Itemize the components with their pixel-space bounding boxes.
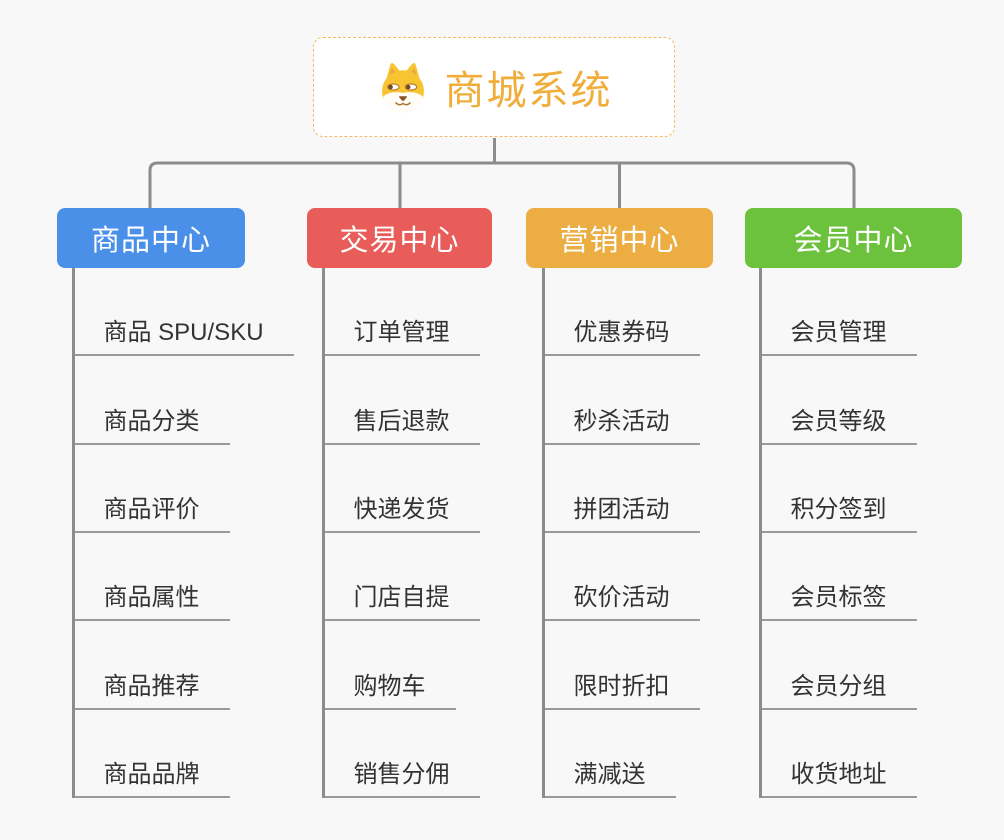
leaf-node[interactable]: 门店自提 [324, 533, 480, 622]
leaf-node[interactable]: 会员标签 [761, 533, 917, 622]
leaf-node[interactable]: 订单管理 [324, 268, 480, 357]
leaf-node[interactable]: 收货地址 [761, 710, 917, 798]
leaf-node[interactable]: 商品分类 [74, 356, 230, 445]
branch-children-member-center: 会员管理 会员等级 积分签到 会员标签 会员分组 收货地址 [758, 268, 917, 798]
leaf-node[interactable]: 优惠券码 [544, 268, 700, 357]
branch-children-product-center: 商品 SPU/SKU 商品分类 商品评价 商品属性 商品推荐 商品品牌 [71, 268, 294, 798]
leaf-node[interactable]: 售后退款 [324, 356, 480, 445]
branch-children-trade-center: 订单管理 售后退款 快递发货 门店自提 购物车 销售分佣 [321, 268, 480, 798]
branch-node-product-center[interactable]: 商品中心 [57, 208, 245, 268]
root-node[interactable]: 商城系统 [313, 37, 675, 137]
leaf-node[interactable]: 商品评价 [74, 445, 230, 533]
leaf-node[interactable]: 销售分佣 [324, 710, 480, 798]
leaf-node[interactable]: 满减送 [544, 710, 676, 798]
leaf-node[interactable]: 购物车 [324, 621, 456, 710]
leaf-node[interactable]: 积分签到 [761, 445, 917, 533]
root-title: 商城系统 [444, 69, 613, 113]
leaf-node[interactable]: 拼团活动 [544, 445, 700, 533]
leaf-node[interactable]: 砍价活动 [544, 533, 700, 622]
leaf-node[interactable]: 限时折扣 [544, 621, 700, 710]
leaf-node[interactable]: 秒杀活动 [544, 356, 700, 445]
branch-children-marketing-center: 优惠券码 秒杀活动 拼团活动 砍价活动 限时折扣 满减送 [541, 268, 700, 798]
branch-node-trade-center[interactable]: 交易中心 [307, 208, 492, 268]
leaf-node[interactable]: 会员管理 [761, 268, 917, 357]
leaf-node[interactable]: 商品属性 [74, 533, 230, 622]
branch-rail-line [148, 161, 856, 208]
branch-node-member-center[interactable]: 会员中心 [745, 208, 962, 268]
branch-node-marketing-center[interactable]: 营销中心 [526, 208, 713, 268]
leaf-node[interactable]: 会员等级 [761, 356, 917, 445]
leaf-node[interactable]: 会员分组 [761, 621, 917, 710]
dog-face-icon [381, 62, 424, 113]
leaf-node[interactable]: 商品 SPU/SKU [74, 268, 294, 357]
leaf-node[interactable]: 商品品牌 [74, 710, 230, 798]
leaf-node[interactable]: 快递发货 [324, 445, 480, 533]
leaf-node[interactable]: 商品推荐 [74, 621, 230, 710]
